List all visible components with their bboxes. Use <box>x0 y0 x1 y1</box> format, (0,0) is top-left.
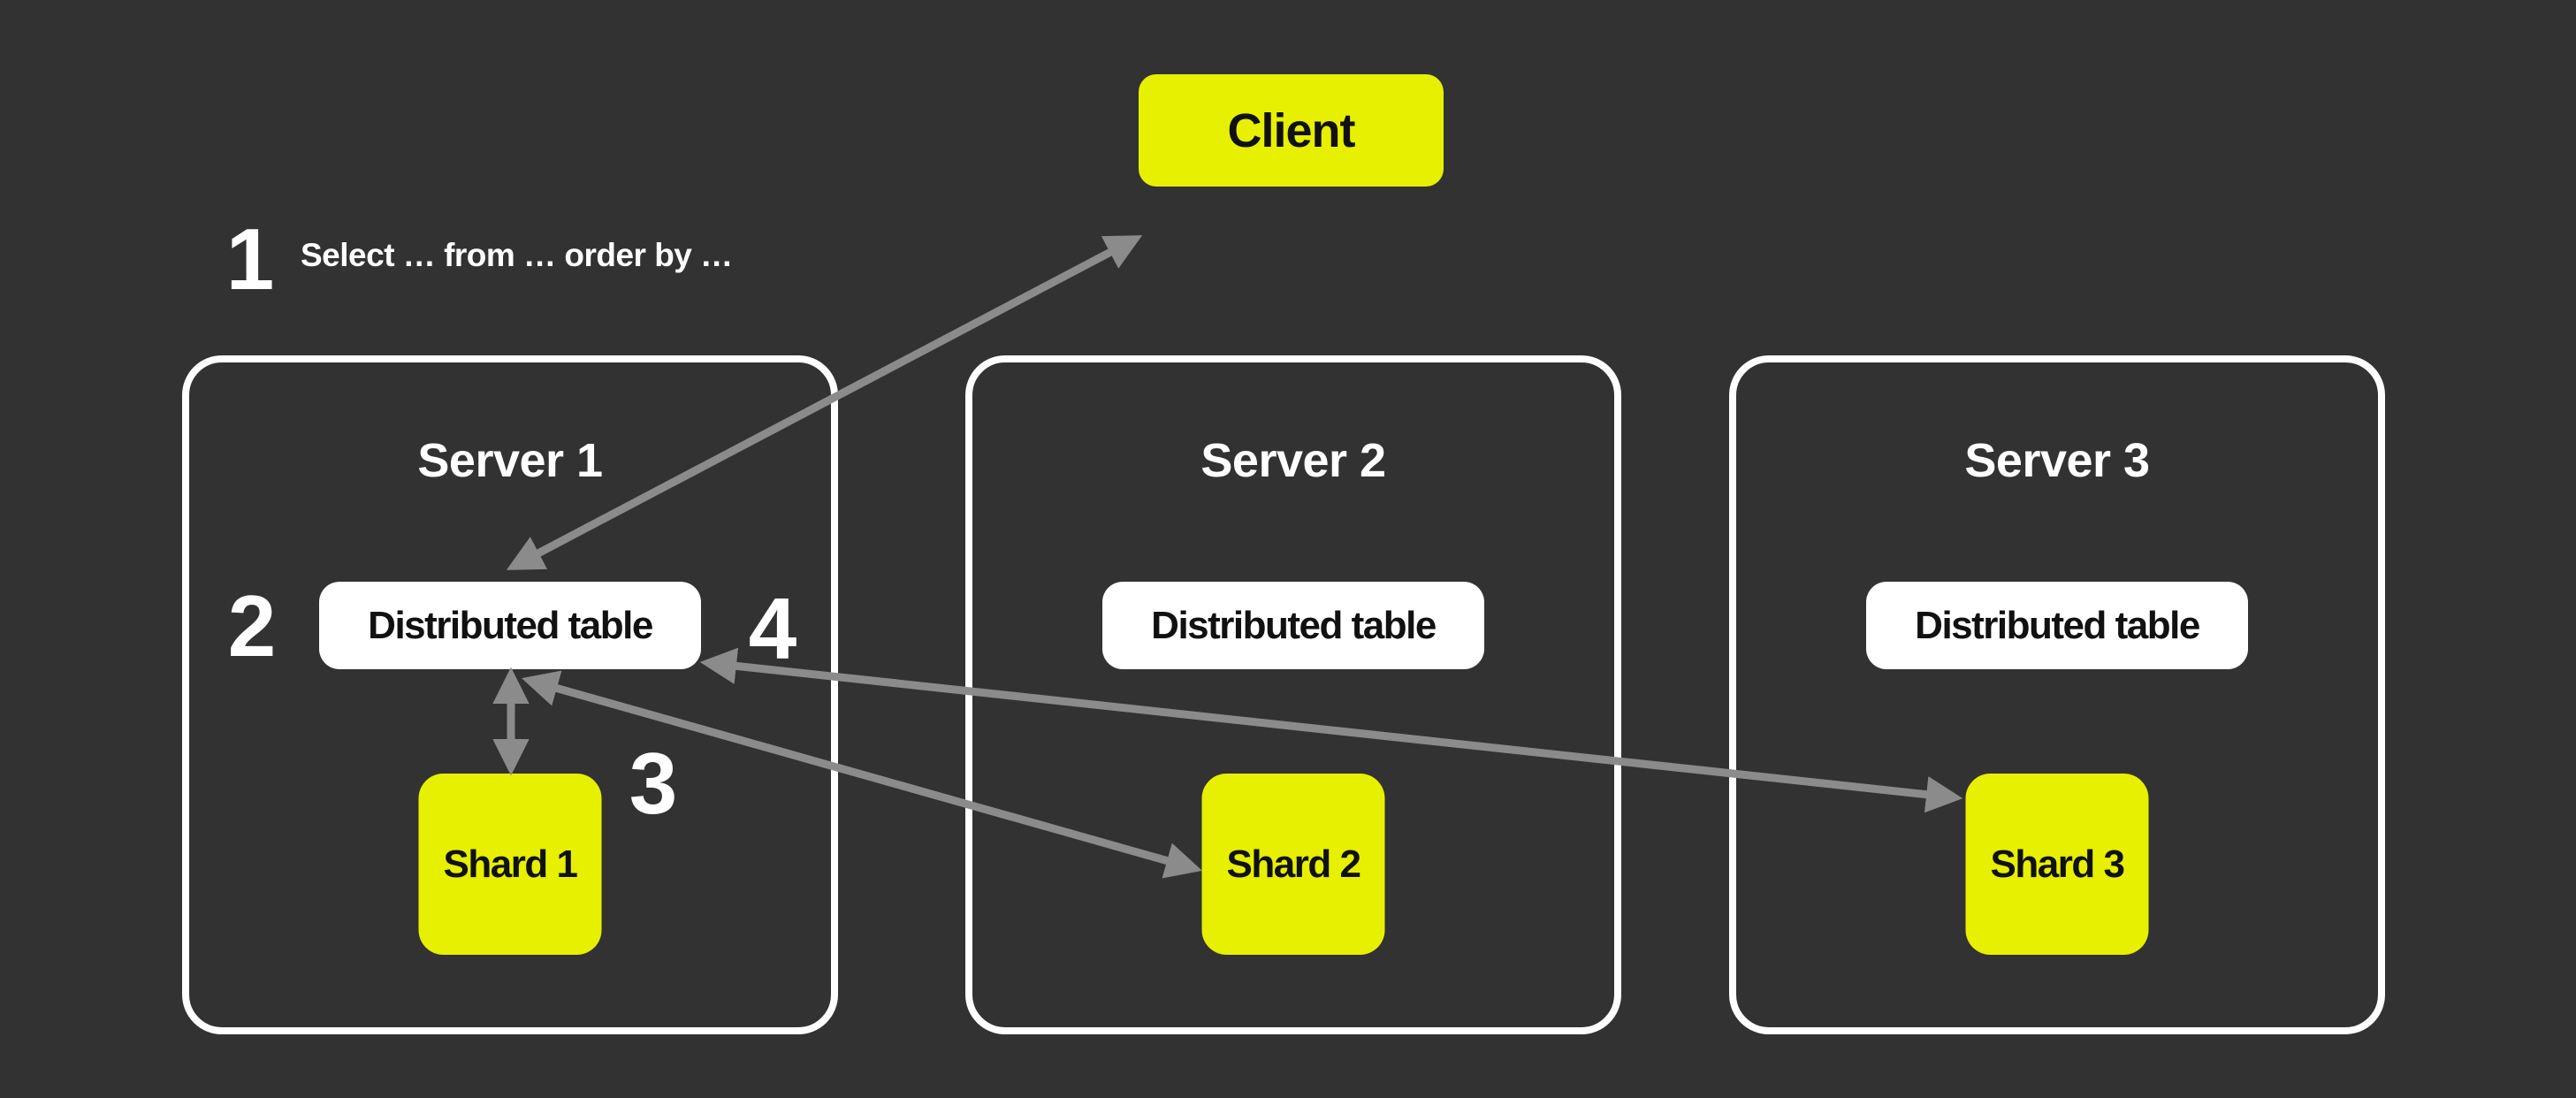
server-1-title: Server 1 <box>417 434 603 487</box>
server-2-box: Server 2 Distributed table Shard 2 <box>965 355 1621 1034</box>
server-3-title: Server 3 <box>1964 434 2150 487</box>
server-1-shard-node: Shard 1 <box>418 774 602 955</box>
server-1-distributed-table-node: Distributed table <box>319 582 701 669</box>
step-3-number: 3 <box>629 735 678 832</box>
server-2-title: Server 2 <box>1200 434 1386 487</box>
server-3-shard-node: Shard 3 <box>1965 774 2149 955</box>
server-3-box: Server 3 Distributed table Shard 3 <box>1729 355 2385 1034</box>
server-3-distributed-table-node: Distributed table <box>1866 582 2248 669</box>
server-3-distributed-table-label: Distributed table <box>1915 603 2200 647</box>
client-label: Client <box>1227 103 1355 157</box>
server-1-box: Server 1 Distributed table Shard 1 <box>182 355 838 1034</box>
step-2-number: 2 <box>227 577 277 675</box>
server-2-shard-node: Shard 2 <box>1201 774 1385 955</box>
server-2-distributed-table-node: Distributed table <box>1102 582 1484 669</box>
server-2-shard-label: Shard 2 <box>1226 842 1361 886</box>
server-1-shard-label: Shard 1 <box>443 842 578 886</box>
server-2-distributed-table-label: Distributed table <box>1151 603 1437 647</box>
step-4-number: 4 <box>748 580 797 677</box>
step-1-query-label: Select … from … order by … <box>301 237 733 273</box>
server-3-shard-label: Shard 3 <box>1990 842 2125 886</box>
client-node: Client <box>1139 74 1444 187</box>
step-1-number: 1 <box>225 210 275 308</box>
server-1-distributed-table-label: Distributed table <box>368 603 653 647</box>
